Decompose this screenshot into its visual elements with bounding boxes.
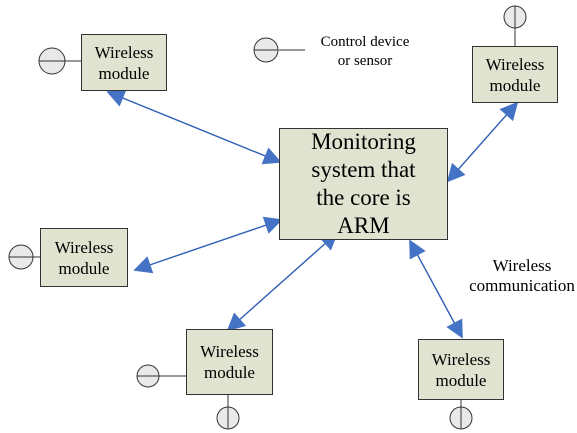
link-bottom-right-module — [409, 239, 463, 339]
link-left-module — [133, 216, 283, 274]
core-monitoring-system-node: Monitoring system that the core is ARM — [279, 128, 448, 240]
wireless-module-node: Wireless module — [418, 339, 504, 400]
link-bottom-middle-module — [226, 231, 339, 332]
control-device-sensor-icon — [503, 5, 527, 46]
control-device-sensor-icon — [38, 47, 81, 75]
legend-control-device-sensor-icon — [253, 37, 305, 63]
wireless-communication-label: Wireless communication — [469, 256, 575, 295]
link-top-left-module — [106, 89, 282, 165]
wireless-module-node: Wireless module — [186, 329, 273, 395]
control-device-sensor-icon — [449, 400, 473, 430]
control-device-sensor-icon — [136, 364, 186, 388]
wireless-module-node: Wireless module — [40, 228, 128, 287]
legend-label: Control device or sensor — [320, 34, 410, 69]
wireless-module-node: Wireless module — [472, 46, 558, 103]
link-right-module — [446, 101, 519, 183]
wireless-module-node: Wireless module — [81, 34, 167, 91]
control-device-sensor-icon — [8, 244, 40, 270]
control-device-sensor-icon — [216, 395, 240, 430]
